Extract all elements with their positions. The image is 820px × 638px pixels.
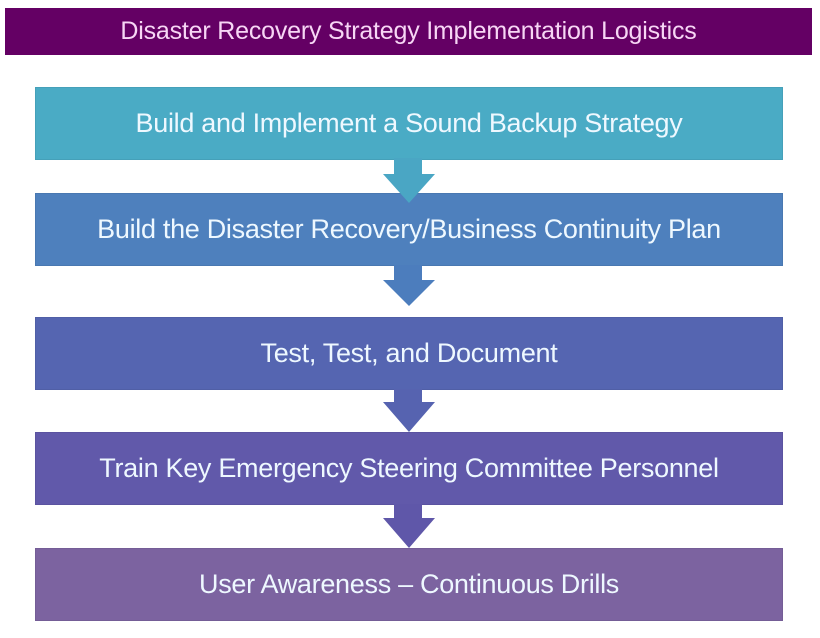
step-box-train-personnel: Train Key Emergency Steering Committee P… (35, 432, 783, 505)
arrow-down-icon (383, 265, 435, 311)
step-box-dr-bc-plan: Build the Disaster Recovery/Business Con… (35, 193, 783, 266)
step-box-test-document: Test, Test, and Document (35, 317, 783, 390)
step-label: Train Key Emergency Steering Committee P… (99, 453, 719, 483)
arrow-down-icon (383, 158, 435, 204)
arrow-down-icon (383, 504, 435, 550)
step-label: Build and Implement a Sound Backup Strat… (135, 108, 683, 138)
step-box-backup-strategy: Build and Implement a Sound Backup Strat… (35, 87, 783, 160)
step-label: User Awareness – Continuous Drills (199, 569, 619, 599)
diagram-title: Disaster Recovery Strategy Implementatio… (5, 8, 812, 55)
step-box-user-awareness: User Awareness – Continuous Drills (35, 548, 783, 621)
step-label: Build the Disaster Recovery/Business Con… (97, 214, 721, 244)
step-label: Test, Test, and Document (260, 338, 558, 368)
arrow-down-icon (383, 389, 435, 435)
